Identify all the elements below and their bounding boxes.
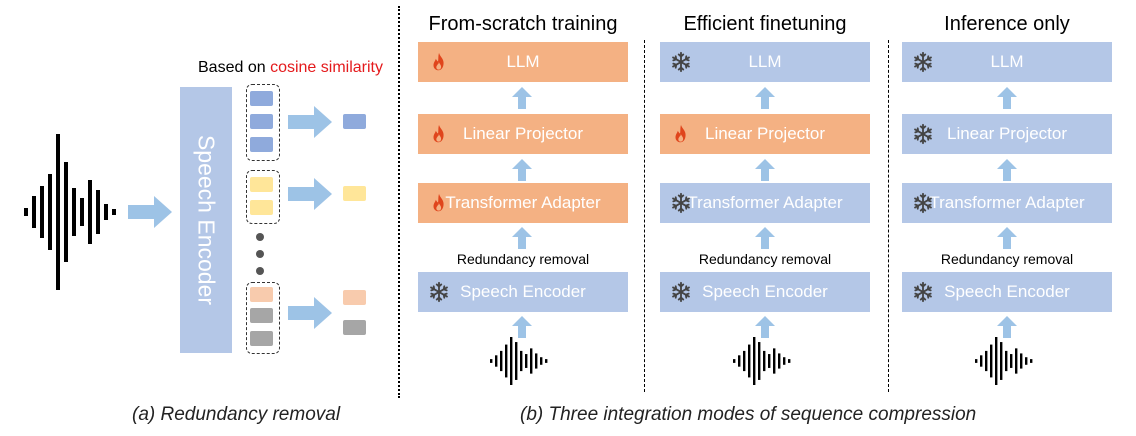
right-arrow-icon (128, 196, 172, 228)
fire-icon (428, 192, 450, 214)
redundancy-removal-label: Redundancy removal (456, 251, 590, 267)
token-gray (250, 308, 273, 323)
waveform-icon (490, 337, 550, 385)
snowflake-icon (912, 51, 934, 73)
snowflake-icon (912, 281, 934, 303)
snowflake-icon (670, 281, 692, 303)
speech-encoder-block: Speech Encoder (180, 87, 232, 353)
snowflake-icon (670, 51, 692, 73)
llm-block: LLM (660, 42, 870, 82)
snowflake-icon (670, 192, 692, 214)
block-label: LLM (506, 52, 540, 71)
column-title: From-scratch training (428, 13, 618, 35)
compressed-token-salmon (343, 290, 366, 305)
linear-projector-block: Linear Projector (660, 114, 870, 154)
up-arrow-icon (755, 159, 775, 181)
compressed-token-gray (343, 320, 366, 335)
right-arrow-icon (288, 297, 332, 329)
transformer-adapter-block: Transformer Adapter (418, 183, 628, 223)
up-arrow-icon (997, 316, 1017, 338)
llm-block: LLM (418, 42, 628, 82)
token-gray (250, 331, 273, 346)
linear-projector-block: Linear Projector (418, 114, 628, 154)
speech-encoder-block: Speech Encoder (660, 272, 870, 312)
linear-projector-block: Linear Projector (902, 114, 1112, 154)
speech-encoder-block: Speech Encoder (418, 272, 628, 312)
up-arrow-icon (755, 227, 775, 249)
block-label: LLM (748, 52, 782, 71)
transformer-adapter-block: Transformer Adapter (660, 183, 870, 223)
fire-icon (670, 123, 692, 145)
up-arrow-icon (997, 227, 1017, 249)
token-salmon (250, 287, 273, 302)
redundancy-removal-label: Redundancy removal (698, 251, 832, 267)
snowflake-icon (912, 192, 934, 214)
token-yellow (250, 200, 273, 215)
up-arrow-icon (997, 87, 1017, 109)
column-title: Inference only (944, 13, 1070, 35)
token-blue (250, 91, 273, 106)
token-blue (250, 137, 273, 152)
caption-a: (a) Redundancy removal (132, 404, 341, 425)
block-label: Speech Encoder (944, 282, 1070, 301)
column-title: Efficient finetuning (683, 13, 847, 35)
up-arrow-icon (755, 316, 775, 338)
redundancy-removal-label: Redundancy removal (940, 251, 1074, 267)
up-arrow-icon (512, 316, 532, 338)
block-label: Transformer Adapter (929, 193, 1085, 212)
waveform-icon (975, 337, 1035, 385)
speech-encoder-label: Speech Encoder (193, 134, 220, 306)
ellipsis-dots (256, 233, 264, 275)
up-arrow-icon (512, 227, 532, 249)
fire-icon (428, 123, 450, 145)
token-yellow (250, 177, 273, 192)
snowflake-icon (912, 123, 934, 145)
waveform-icon (733, 337, 793, 385)
fire-icon (428, 51, 450, 73)
waveform-icon (24, 134, 116, 290)
up-arrow-icon (512, 87, 532, 109)
similarity-note-prefix: Based on (198, 59, 271, 76)
panel-separator (398, 6, 400, 398)
transformer-adapter-block: Transformer Adapter (902, 183, 1112, 223)
compressed-token-yellow (343, 186, 366, 201)
right-arrow-icon (288, 106, 332, 138)
token-blue (250, 114, 273, 129)
column-separator (888, 40, 889, 392)
block-label: Transformer Adapter (687, 193, 843, 212)
compressed-token-blue (343, 114, 366, 129)
block-label: Transformer Adapter (445, 193, 601, 212)
column-separator (644, 40, 645, 392)
up-arrow-icon (755, 87, 775, 109)
caption-b: (b) Three integration modes of sequence … (520, 404, 977, 425)
block-label: Linear Projector (704, 124, 825, 143)
llm-block: LLM (902, 42, 1112, 82)
right-arrow-icon (288, 178, 332, 210)
block-label: Linear Projector (946, 124, 1067, 143)
block-label: Speech Encoder (460, 282, 586, 301)
snowflake-icon (428, 281, 450, 303)
block-label: LLM (990, 52, 1024, 71)
block-label: Speech Encoder (702, 282, 828, 301)
similarity-note: Based on cosine similarity (198, 59, 383, 77)
token-group-yellow (246, 170, 280, 224)
token-group-mixed (246, 282, 280, 354)
similarity-note-highlight: cosine similarity (270, 59, 383, 76)
up-arrow-icon (997, 159, 1017, 181)
token-group-blue (246, 84, 280, 161)
speech-encoder-block: Speech Encoder (902, 272, 1112, 312)
block-label: Linear Projector (462, 124, 583, 143)
up-arrow-icon (512, 159, 532, 181)
